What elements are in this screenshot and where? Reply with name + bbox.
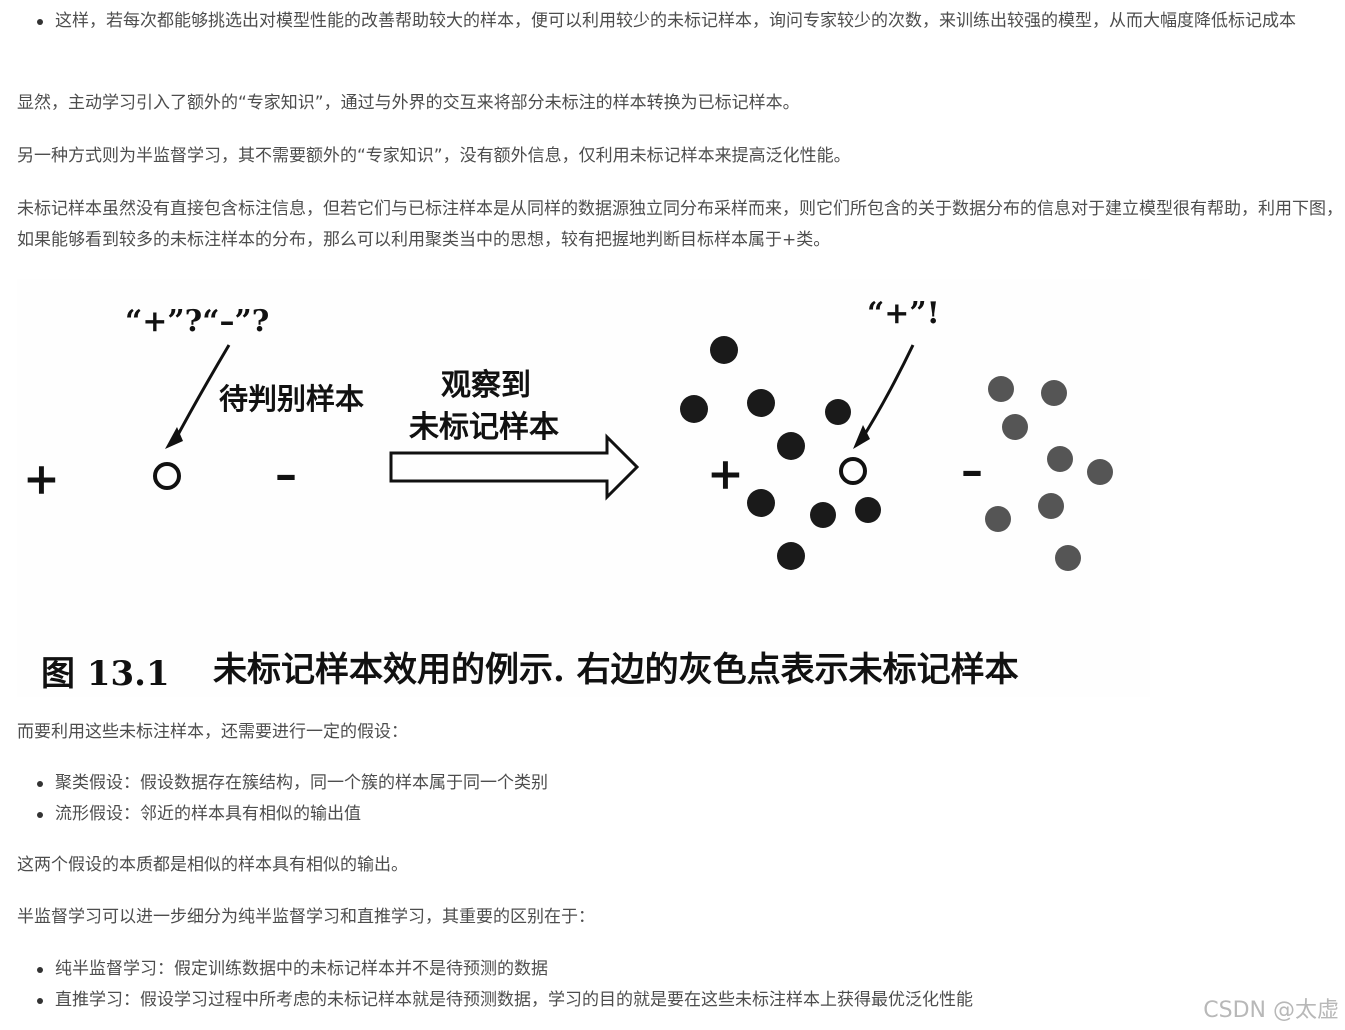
plus-sign-left: + [23, 454, 60, 505]
list-item: 直推学习：假设学习过程中所考虑的未标记样本就是待预测数据，学习的目的就是要在这些… [37, 985, 973, 1016]
unlabeled-dot [985, 506, 1011, 532]
unlabeled-dot [1087, 459, 1113, 485]
paragraph: 这两个假设的本质都是相似的样本具有相似的输出。 [17, 855, 408, 875]
pending-sample-label: 待判别样本 [219, 382, 364, 416]
paragraph: 未标记样本虽然没有直接包含标注信息，但若它们与已标注样本是从同样的数据源独立同分… [17, 199, 1343, 250]
plus-sign-right: + [707, 449, 744, 500]
unlabeled-dot [747, 489, 775, 517]
unlabeled-dot [777, 542, 805, 570]
list-item: 聚类假设：假设数据存在簇结构，同一个簇的样本属于同一个类别 [37, 768, 548, 799]
paragraph: 半监督学习可以进一步细分为纯半监督学习和直推学习，其重要的区别在于： [17, 907, 595, 927]
unlabeled-dot [825, 399, 851, 425]
pending-sample-circle-right [839, 457, 867, 485]
figure-caption-number: 图 13.1 [41, 654, 170, 694]
minus-sign-left: – [275, 449, 297, 500]
unlabeled-dot [1038, 493, 1064, 519]
csdn-watermark: CSDN @太虚 [1203, 998, 1339, 1023]
bullet-list-top: 这样，若每次都能够挑选出对模型性能的改善帮助较大的样本，便可以利用较少的未标记样… [17, 6, 1345, 37]
unlabeled-dot [1055, 545, 1081, 571]
right-pointer-arrow [858, 344, 915, 443]
unlabeled-dot [747, 389, 775, 417]
list-item: 纯半监督学习：假定训练数据中的未标记样本并不是待预测的数据 [37, 954, 973, 985]
bullet-list-assumptions: 聚类假设：假设数据存在簇结构，同一个簇的样本属于同一个类别 流形假设：邻近的样本… [17, 768, 548, 830]
observe-label-line1: 观察到 [441, 368, 531, 403]
transition-arrow [389, 433, 640, 501]
pending-sample-circle-left [153, 462, 181, 490]
paragraph: 显然，主动学习引入了额外的“专家知识”，通过与外界的交互来将部分未标注的样本转换… [17, 93, 800, 113]
minus-cluster-dots [985, 376, 1113, 571]
paragraph: 另一种方式则为半监督学习，其不需要额外的“专家知识”，没有额外信息，仅利用未标记… [17, 146, 851, 166]
list-item: 流形假设：邻近的样本具有相似的输出值 [37, 799, 548, 830]
unlabeled-dot [988, 376, 1014, 402]
minus-sign-right: – [961, 445, 983, 496]
unlabeled-dot [855, 497, 881, 523]
bullet-list-learning-types: 纯半监督学习：假定训练数据中的未标记样本并不是待预测的数据 直推学习：假设学习过… [17, 954, 973, 1016]
figure-caption-text: 未标记样本效用的例示. 右边的灰色点表示未标记样本 [213, 650, 1019, 690]
figure-13-1-image: “+”?“–”? 待判别样本 + – 观察到 未标记样本 “+”! + – [17, 279, 1150, 697]
unlabeled-dot [1041, 380, 1067, 406]
unlabeled-dot [710, 336, 738, 364]
paragraph: 而要利用这些未标注样本，还需要进行一定的假设： [17, 722, 408, 742]
question-label: “+”?“–”? [125, 304, 269, 339]
unlabeled-dot [810, 502, 836, 528]
unlabeled-dot [1002, 414, 1028, 440]
unlabeled-dot [777, 432, 805, 460]
left-pointer-arrowhead [165, 427, 183, 449]
answer-label: “+”! [867, 296, 940, 331]
unlabeled-dot [1047, 446, 1073, 472]
unlabeled-dot [680, 395, 708, 423]
plus-cluster-dots [680, 336, 881, 570]
observe-label-line2: 未标记样本 [409, 410, 559, 445]
figure-illustration: “+”?“–”? 待判别样本 + – 观察到 未标记样本 “+”! + – [23, 296, 1113, 694]
list-item: 这样，若每次都能够挑选出对模型性能的改善帮助较大的样本，便可以利用较少的未标记样… [37, 6, 1345, 37]
right-pointer-arrowhead [853, 425, 870, 449]
